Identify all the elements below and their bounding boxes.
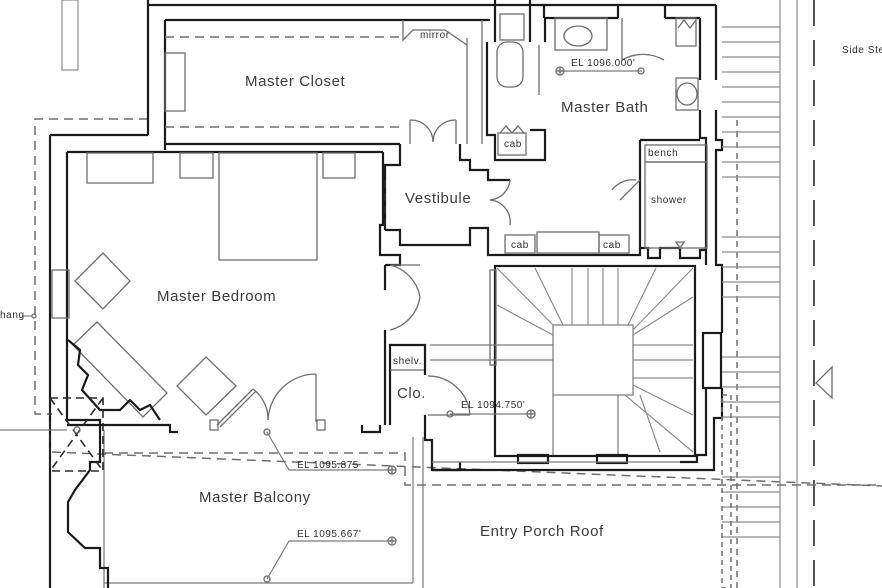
room-label-master-bath: Master Bath <box>561 99 649 116</box>
elevation-label-hall: EL 1094.750' <box>461 400 526 411</box>
fixture-label-bench: bench <box>648 148 679 159</box>
elevation-label-bath: EL 1096.000' <box>571 58 636 69</box>
closet-walls <box>388 343 471 472</box>
master-closet-fixtures <box>164 20 483 144</box>
fixture-label-cab: cab <box>511 240 529 251</box>
section-marker-icon <box>815 365 833 400</box>
overhang-dashed-outline <box>34 118 882 487</box>
vestibule-doors <box>384 179 511 230</box>
fixture-label-cab: cab <box>504 139 522 150</box>
staircase <box>430 264 723 472</box>
label-side-steps: Side Ste <box>842 45 882 56</box>
overhang-marker <box>22 313 37 319</box>
elevation-marker-hall <box>446 409 536 419</box>
closet-doors <box>409 119 457 144</box>
side-steps <box>721 0 833 588</box>
label-overhang: hang <box>0 310 25 321</box>
elevation-marker-balcony-top <box>263 428 397 475</box>
fixture-label-cab: cab <box>603 240 621 251</box>
corner-column-x <box>0 397 104 472</box>
room-label-master-bedroom: Master Bedroom <box>157 288 277 305</box>
exterior-walls <box>48 0 724 588</box>
bedroom-furniture <box>67 152 356 421</box>
bedroom-balcony-doors <box>209 373 326 431</box>
room-label-vestibule: Vestibule <box>405 190 472 207</box>
room-label-master-closet: Master Closet <box>245 73 346 90</box>
bath-fixtures <box>496 13 708 254</box>
room-label-entry-porch-roof: Entry Porch Roof <box>480 523 604 540</box>
hall-doors <box>389 264 421 331</box>
top-left-stub <box>61 0 79 71</box>
room-label-closet: Clo. <box>397 385 427 402</box>
elevation-marker-bath <box>555 66 645 76</box>
balcony-outline <box>66 430 882 588</box>
fixture-label-shower: shower <box>651 195 687 206</box>
fixture-label-mirror: mirror <box>420 30 450 41</box>
fixture-label-shelving: shelv. <box>393 356 422 367</box>
elevation-marker-balcony-bottom <box>263 536 397 583</box>
room-label-master-balcony: Master Balcony <box>199 489 311 506</box>
elevation-label-balcony-bottom: EL 1095.667' <box>297 529 362 540</box>
elevation-label-balcony-top: EL 1095.875 <box>297 460 359 471</box>
